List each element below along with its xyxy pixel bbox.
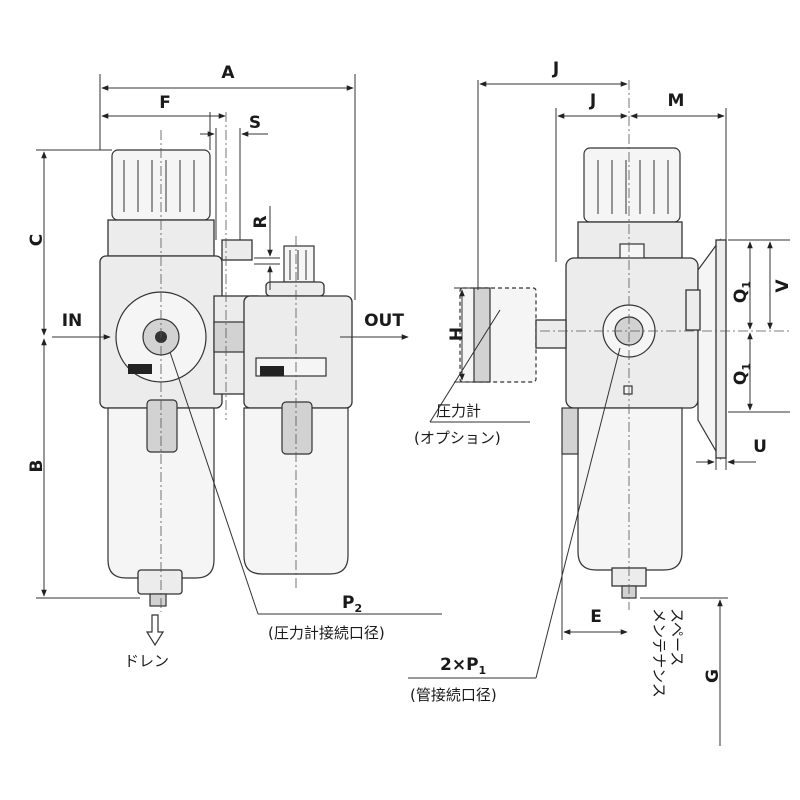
front-dimensions	[36, 74, 442, 615]
dim-label-M: M	[668, 91, 685, 111]
drain-note: ドレン	[124, 652, 169, 670]
bracket-plate	[715, 239, 727, 459]
option-pressure-gauge	[459, 287, 537, 383]
option-gauge-stem	[535, 319, 567, 349]
dim-label-A: A	[221, 63, 235, 83]
maintenance-note-1: メンテナンス	[650, 608, 668, 698]
drain-arrow-icon	[145, 614, 165, 647]
dim-label-G: G	[703, 669, 723, 683]
drain-outlet	[149, 593, 167, 607]
option-note: (オプション)	[414, 429, 501, 447]
dim-label-U: U	[753, 437, 767, 457]
maintenance-note-2: スペース	[668, 608, 686, 666]
dim-label-B: B	[27, 460, 47, 473]
gauge-note: 圧力計	[436, 402, 481, 420]
pipe-port-note: (管接続口径)	[410, 686, 497, 704]
p2-label: P2	[342, 593, 362, 615]
dim-label-R: R	[251, 215, 271, 228]
dim-label-H: H	[447, 327, 467, 341]
connector-top	[221, 239, 253, 261]
dim-label-Q1-upper: Q1	[731, 281, 753, 303]
dim-label-V: V	[773, 279, 793, 293]
dim-label-C: C	[27, 234, 47, 246]
side-dimensions	[408, 80, 790, 746]
dim-label-J-inner: J	[589, 91, 596, 111]
dim-label-S: S	[249, 113, 261, 133]
lubricator-bowl-lock	[281, 401, 313, 455]
side-view	[459, 80, 790, 610]
spacer-nut	[213, 321, 247, 353]
lubricator-label	[260, 366, 284, 376]
dim-label-J-outer: J	[552, 59, 559, 79]
dim-label-E: E	[590, 607, 602, 627]
lubricator-cap	[265, 281, 325, 297]
drain-valve	[137, 569, 183, 595]
port-label-in: IN	[62, 311, 83, 331]
port-label-out: OUT	[364, 311, 404, 331]
side-bowl	[577, 407, 683, 571]
bowl-guard-lock	[146, 399, 178, 453]
dim-label-Q1-lower: Q1	[731, 363, 753, 385]
lubricator-body	[243, 295, 353, 409]
dim-label-F: F	[159, 93, 171, 113]
p1-label: 2×P1	[440, 655, 486, 677]
side-small-mark	[623, 385, 633, 395]
option-gauge-bezel	[473, 287, 491, 383]
label-plate	[128, 364, 152, 374]
bracket-nut	[685, 289, 701, 331]
gauge-port-note: (圧力計接続口径)	[268, 624, 385, 642]
oil-plug	[283, 245, 315, 283]
front-view	[52, 112, 409, 647]
side-bowl-lock	[561, 407, 579, 455]
